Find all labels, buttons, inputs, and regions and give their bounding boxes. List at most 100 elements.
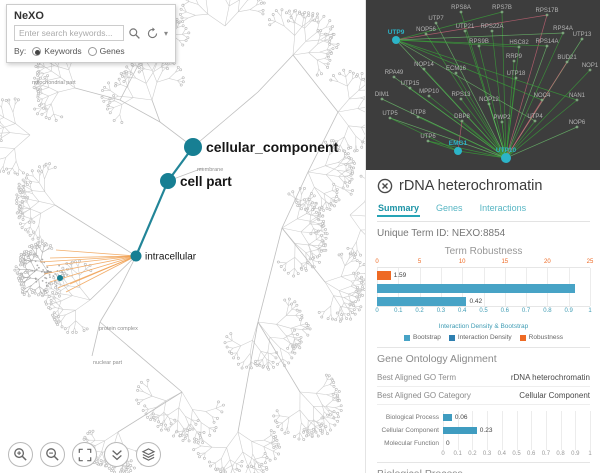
gene-label[interactable]: BUD21 xyxy=(557,55,577,61)
gene-label[interactable]: RPS14A xyxy=(535,39,558,45)
gene-node[interactable] xyxy=(512,59,516,63)
radio-genes[interactable]: Genes xyxy=(87,46,125,56)
gene-label[interactable]: MPP10 xyxy=(419,89,439,95)
tab-summary[interactable]: Summary xyxy=(377,201,421,217)
gene-label[interactable]: UTP8 xyxy=(410,110,426,116)
gene-node[interactable] xyxy=(545,13,549,17)
gene-label[interactable]: RRP9 xyxy=(506,54,523,60)
gene-label[interactable]: PWP2 xyxy=(493,115,511,121)
gene-label[interactable]: RPS13 xyxy=(451,92,471,98)
gene-node[interactable] xyxy=(459,10,463,14)
reset-icon[interactable] xyxy=(145,26,160,41)
tree-node[interactable] xyxy=(184,138,202,156)
zoom-in-button[interactable] xyxy=(8,442,33,467)
gene-label[interactable]: NOP12 xyxy=(479,97,499,103)
gene-node[interactable] xyxy=(454,147,462,155)
tree-node[interactable] xyxy=(160,173,176,189)
gene-node[interactable] xyxy=(575,125,579,129)
chevron-down-icon[interactable]: ▾ xyxy=(163,28,168,38)
gene-node[interactable] xyxy=(477,44,481,48)
gene-node[interactable] xyxy=(388,116,392,120)
gene-label[interactable]: NOP56 xyxy=(416,27,436,33)
gene-label[interactable]: UTP15 xyxy=(401,81,420,87)
gene-node[interactable] xyxy=(380,97,384,101)
tab-interactions[interactable]: Interactions xyxy=(479,203,527,213)
fit-to-screen-button[interactable] xyxy=(72,442,97,467)
gene-node[interactable] xyxy=(424,32,428,36)
gene-node[interactable] xyxy=(545,44,549,48)
gene-label[interactable]: UTP4 xyxy=(527,114,543,120)
gene-label[interactable]: UTP6 xyxy=(420,134,436,140)
gene-label[interactable]: NAN1 xyxy=(569,93,586,99)
gene-node[interactable] xyxy=(426,139,430,143)
gene-node[interactable] xyxy=(588,68,592,72)
gene-node[interactable] xyxy=(580,37,584,41)
collapse-all-button[interactable] xyxy=(104,442,129,467)
search-icon[interactable] xyxy=(127,26,142,41)
gene-node[interactable] xyxy=(540,98,544,102)
gene-label[interactable]: NOC4 xyxy=(534,93,551,99)
gene-node[interactable] xyxy=(392,75,396,79)
gene-node[interactable] xyxy=(408,86,412,90)
gene-label[interactable]: UTP7 xyxy=(428,16,444,22)
gene-node[interactable] xyxy=(434,21,438,25)
gene-label[interactable]: EMG1 xyxy=(449,140,468,147)
gene-node[interactable] xyxy=(565,60,569,64)
gene-label[interactable]: UTP5 xyxy=(382,111,398,117)
gene-node[interactable] xyxy=(427,94,431,98)
gene-label[interactable]: UTP10 xyxy=(496,147,517,154)
gene-node[interactable] xyxy=(533,119,537,123)
gene-node[interactable] xyxy=(501,153,511,163)
gene-label[interactable]: DBP8 xyxy=(454,114,470,120)
gene-node[interactable] xyxy=(517,45,521,49)
search-input[interactable] xyxy=(14,25,124,41)
tree-node-label[interactable]: cell part xyxy=(180,174,232,189)
gene-label[interactable]: RPS22A xyxy=(480,24,503,30)
gene-node[interactable] xyxy=(416,115,420,119)
gene-label[interactable]: UTP9 xyxy=(388,29,405,36)
tree-branch-label[interactable]: mitochondrial part xyxy=(32,80,76,86)
gene-label[interactable]: NOP1 xyxy=(582,63,599,69)
gene-node[interactable] xyxy=(514,76,518,80)
gene-node[interactable] xyxy=(561,31,565,35)
gene-label[interactable]: NOP6 xyxy=(569,120,586,126)
tree-node-label[interactable]: cellular_component xyxy=(206,139,339,155)
gene-node[interactable] xyxy=(422,67,426,71)
gene-node[interactable] xyxy=(500,10,504,14)
tree-branch-label[interactable]: nuclear part xyxy=(93,360,123,366)
gene-label[interactable]: RPS9B xyxy=(469,39,489,45)
tree-node-label[interactable]: intracellular xyxy=(145,252,197,263)
gene-label[interactable]: RPS7B xyxy=(492,5,512,11)
gene-node[interactable] xyxy=(463,29,467,33)
zoom-out-button[interactable] xyxy=(40,442,65,467)
gene-node[interactable] xyxy=(459,97,463,101)
gene-label[interactable]: NOP14 xyxy=(414,62,434,68)
tree-node[interactable] xyxy=(130,250,142,262)
tree-branch-label[interactable]: membrane xyxy=(197,167,223,173)
tab-genes[interactable]: Genes xyxy=(436,203,463,213)
gene-node[interactable] xyxy=(487,102,491,106)
gene-label[interactable]: UTP18 xyxy=(507,71,526,77)
gene-node[interactable] xyxy=(454,71,458,75)
gene-label[interactable]: RPS17B xyxy=(535,8,558,14)
gene-label[interactable]: HSC82 xyxy=(509,40,529,46)
gene-label[interactable]: RPA49 xyxy=(385,70,404,76)
gene-node[interactable] xyxy=(490,29,494,33)
gene-label[interactable]: UTP13 xyxy=(573,32,592,38)
tree-branch-label[interactable]: protein complex xyxy=(99,326,138,332)
gene-label[interactable]: RPS4A xyxy=(553,26,573,32)
radio-keywords[interactable]: Keywords xyxy=(32,46,82,56)
gene-node[interactable] xyxy=(392,36,400,44)
gene-node[interactable] xyxy=(500,120,504,124)
gene-node[interactable] xyxy=(575,98,579,102)
gene-label[interactable]: DIM1 xyxy=(375,92,390,98)
gene-label[interactable]: ECM16 xyxy=(446,66,467,72)
gene-node[interactable] xyxy=(460,119,464,123)
close-icon[interactable] xyxy=(377,178,393,194)
gene-label[interactable]: RPS8A xyxy=(451,5,471,11)
gene-label[interactable]: UTP21 xyxy=(456,24,475,30)
layers-button[interactable] xyxy=(136,442,161,467)
